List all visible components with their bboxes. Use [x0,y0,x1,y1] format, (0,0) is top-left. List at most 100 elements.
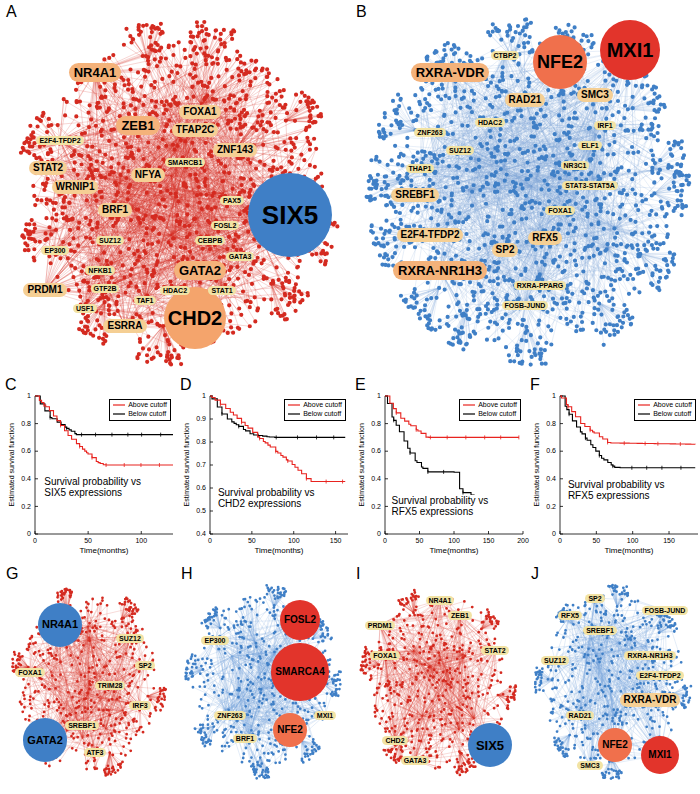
node-label: PRDM1 [368,622,393,629]
tick-label: 0.9 [195,415,207,423]
hub-node: PAX5 [220,196,244,205]
node-label: SMC3 [580,762,599,769]
tick-label: 0.2 [20,503,32,511]
hub-node: FOXA1 [179,105,220,119]
hub-node: CHD2 [382,736,407,745]
node-label: EP300 [44,247,65,254]
hub-node: FOSL2 [280,600,320,640]
node-label: SP2 [138,662,151,669]
hub-node: PRDM1 [23,283,66,297]
node-label: BRF1 [236,735,254,742]
legend-text: Below cutoff [303,410,341,419]
tick-label: 1 [551,392,557,400]
node-label: RAD21 [509,95,542,105]
hub-node: FOSL2 [211,221,240,230]
hub-node: BRF1 [233,734,257,743]
hub-node: RXRA-NR1H3 [624,651,675,660]
hub-node: SIX5 [248,173,332,257]
network-edges [367,19,690,364]
node-label: E2F4-TFDP2 [639,672,680,679]
tick-label: 0.6 [545,447,557,455]
plot-legend: Above cutoffBelow cutoff [284,399,346,421]
tick-label: 50 [592,537,600,545]
hub-node: SUZ12 [96,236,124,245]
legend-sample [288,405,300,406]
node-label: USF1 [76,305,94,312]
panel-letter: J [531,565,539,583]
hub-node: STAT2 [29,161,67,175]
node-label: ATF3 [87,749,104,756]
legend-sample [288,414,300,415]
node-label: CHD2 [385,737,404,744]
node-label: SREBF1 [395,190,434,200]
plot-annotation: Survival probability vs CHD2 expressions [217,487,331,509]
node-label: NFE2 [277,725,303,735]
legend-text: Below cutoff [478,410,516,419]
tick-label: 50 [84,537,92,545]
legend-line [463,402,475,408]
tick-label: 150 [330,537,342,545]
node-label: RXRA-VDR [624,695,677,705]
hub-node: CTBP2 [491,51,520,60]
node-label: NR4A1 [42,619,78,630]
hub-node: IRF1 [594,121,615,130]
legend-line [638,411,650,417]
hub-node: RXRA-PPARG [514,281,567,290]
hub-node: RAD21 [566,711,595,720]
node-label: RXRA-NR1H3 [627,652,672,659]
survival-plot [560,396,698,534]
hub-node: SREBF1 [583,626,617,635]
survival-plot [35,396,173,534]
hub-node: RFX5 [528,231,562,245]
hub-node: ZNF263 [414,128,445,137]
node-label: SUZ12 [544,657,566,664]
node-label: EP300 [204,637,225,644]
node-label: ZEB1 [121,119,154,132]
tick-label: 0 [558,537,562,545]
tick-label: 0.5 [195,507,207,515]
node-label: GATA3 [404,757,427,764]
node-label: MXI1 [607,40,654,60]
legend-line [288,411,300,417]
hub-node: TRIM28 [95,681,126,690]
network-dots [534,584,692,780]
node-label: ZNF263 [217,712,242,719]
axis-title: Time(months) [79,547,128,556]
hub-node: USF1 [73,304,97,313]
hub-node: TFAP2C [172,123,218,137]
legend-row: Below cutoff [463,410,517,419]
legend-row: Above cutoff [463,401,517,410]
network-dots [11,588,167,777]
axis-title: Time(months) [429,547,478,556]
hub-node: SREBF1 [65,721,99,730]
node-label: STAT1 [211,287,232,294]
tick-label: 100 [135,537,147,545]
survival-curve [35,396,173,435]
hub-node: SUZ12 [116,634,144,643]
tick-label: 0.8 [370,420,382,428]
network-dots [365,17,692,366]
panel-letter: F [530,376,540,394]
node-label: NR3C1 [564,162,587,169]
tick-label: 0.8 [195,438,207,446]
hub-node: E2F4-TFDP2 [397,228,464,242]
hub-node: SUZ12 [446,146,474,155]
hub-node: SUZ12 [541,656,569,665]
plot-legend: Above cutoffBelow cutoff [459,399,521,421]
node-label: SIX5 [476,739,504,752]
tick-label: 0.6 [20,447,32,455]
node-label: HDAC2 [478,119,502,126]
node-label: FOSL2 [214,222,237,229]
hub-node: NFKB1 [85,266,114,275]
panel-letter: E [355,376,366,394]
legend-sample [113,405,125,406]
hub-node: NR3C1 [561,161,590,170]
legend-text: Above cutoff [653,401,692,410]
tick-label: 0.2 [370,503,382,511]
node-label: FOXA1 [373,652,396,659]
survival-plot [385,396,523,534]
node-label: GATA2 [179,264,221,277]
hub-node: MXI1 [641,736,679,774]
legend-text: Below cutoff [128,410,166,419]
hub-node: GTF2B [91,284,120,293]
